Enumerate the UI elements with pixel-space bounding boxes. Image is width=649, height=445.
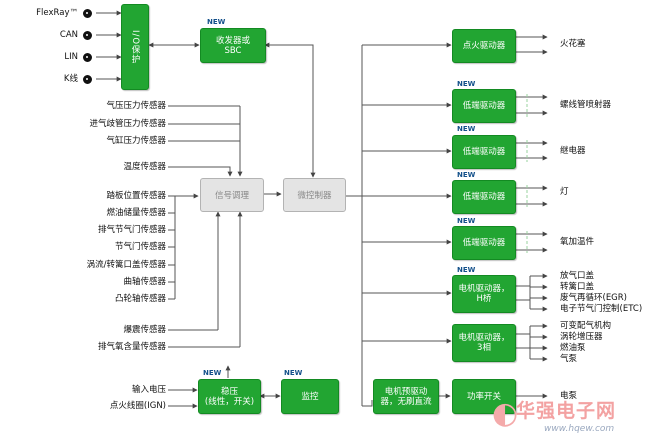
output-label: 放气口盖 [560,271,595,281]
sensor-label: 涡流/转篱口盖传感器 [86,260,166,270]
can-pin-icon [83,31,92,40]
regulator-new-badge: NEW [203,369,222,377]
output-label: 电泵 [560,391,578,401]
flexray-label: FlexRay™ [36,8,78,18]
transceiver-block: 收发器或 SBC [200,28,266,63]
new-badge: NEW [457,171,476,179]
io-protection-block: I/O保护 [121,4,149,90]
kline-pin-icon [83,75,92,84]
io-protection-label: I/O保护 [130,29,140,65]
sensor-label: 节气门传感器 [114,242,166,252]
sensor-label: 进气歧管压力传感器 [89,119,166,129]
sensor-label: 踏板位置传感器 [106,191,166,201]
transceiver-new-badge: NEW [207,18,226,26]
power-switch-block: 功率开关 [452,379,516,414]
lowside-driver-block: 低端驱动器 [452,135,516,169]
sensor-label: 燃油储量传感器 [106,208,166,218]
watermark-logo-icon: ◐ [492,396,519,431]
lowside-driver-block: 低端驱动器 [452,226,516,260]
sensor-label: 排气氧含量传感器 [97,342,166,352]
can-label: CAN [59,30,78,40]
power-input-label: 输入电压 [131,385,166,395]
sensor-label: 气缸压力传感器 [106,136,166,146]
output-label: 可变配气机构 [560,321,612,331]
sensor-label: 凸轮轴传感器 [114,294,166,304]
output-label: 火花塞 [560,39,586,49]
output-label: 燃油泵 [560,343,586,353]
hbridge-driver-block: 电机驱动器， H桥 [452,275,516,313]
power-input-label: 点火线圈(IGN) [109,401,166,411]
new-badge: NEW [457,217,476,225]
lowside-driver-block: 低端驱动器 [452,89,516,123]
sensor-label: 爆震传感器 [123,325,166,335]
new-badge: NEW [457,266,476,274]
output-label: 气泵 [560,354,578,364]
regulator-block: 稳压 (线性，开关) [198,379,261,414]
new-badge: NEW [457,80,476,88]
flexray-pin-icon [83,9,92,18]
signal-conditioning-block: 信号调理 [200,178,264,212]
output-label: 螺线管喷射器 [560,100,612,110]
new-badge: NEW [457,125,476,133]
output-label: 转篱口盖 [560,282,595,292]
threephase-driver-block: 电机驱动器， 3相 [452,324,516,362]
output-label: 电子节气门控制(ETC) [560,304,643,314]
supervisor-block: 监控 [281,379,339,414]
lin-pin-icon [83,53,92,62]
sensor-label: 排气节气门传感器 [97,225,166,235]
output-label: 废气再循环(EGR) [560,293,627,303]
lowside-driver-block: 低端驱动器 [452,180,516,214]
output-label: 涡轮增压器 [560,332,603,342]
watermark-url: www.hqew.com [544,424,615,434]
supervisor-new-badge: NEW [284,369,303,377]
temp-sensor-label: 温度传感器 [123,162,166,172]
watermark-text: 华强电子网 [516,400,617,422]
mcu-block: 微控制器 [283,178,346,212]
kline-label: K线 [63,74,78,84]
output-label: 氧加温件 [560,237,595,247]
lin-label: LIN [64,52,78,62]
brushless-predriver-block: 电机预驱动 器，无刷直流 [373,379,439,414]
output-label: 继电器 [560,146,586,156]
ignition-driver-block: 点火驱动器 [452,29,516,63]
sensor-label: 气压压力传感器 [106,101,166,111]
output-label: 灯 [560,187,569,197]
sensor-label: 曲轴传感器 [123,277,166,287]
